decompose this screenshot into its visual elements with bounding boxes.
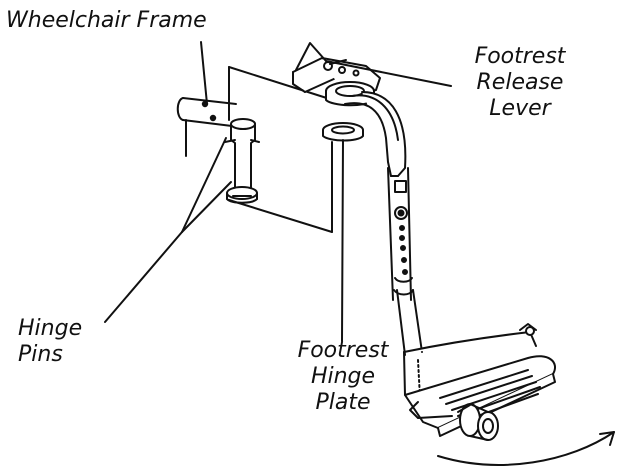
footplate-hinge-knob (409, 401, 499, 441)
hinge-pins-label: Hinge Pins (18, 316, 82, 368)
footplate-bracket (403, 323, 537, 403)
wheelchair-frame-label: Wheelchair Frame (6, 8, 207, 34)
alignment-plane (228, 66, 334, 233)
adjustment-tube (387, 167, 414, 301)
footrest-hinge-plate-label: Footrest Hinge Plate (283, 338, 403, 416)
hinge-plate-line-1: Footrest (297, 338, 389, 363)
lower-tube (396, 289, 423, 356)
footrest-release-lever-label: Footrest Release Lever (440, 44, 600, 122)
hinge-pins-line-1: Hinge (18, 316, 83, 341)
wheelchair-frame-text: Wheelchair Frame (6, 8, 207, 33)
release-lever-line-1: Footrest (474, 44, 566, 69)
hinge-plate-line-2: Hinge (310, 364, 376, 389)
hinge-pins-line-2: Pins (18, 342, 63, 367)
lower-hinge-plate (322, 122, 364, 142)
hinge-plate-line-3: Plate (315, 390, 371, 415)
swing-direction-arrow (437, 431, 615, 466)
frame-hinge-post (224, 118, 260, 204)
release-lever-line-2: Release (476, 70, 564, 95)
leader-lines (104, 41, 452, 342)
release-lever-line-3: Lever (489, 96, 551, 121)
hanger-tube (344, 91, 407, 177)
wheelchair-frame-tube (176, 97, 237, 157)
